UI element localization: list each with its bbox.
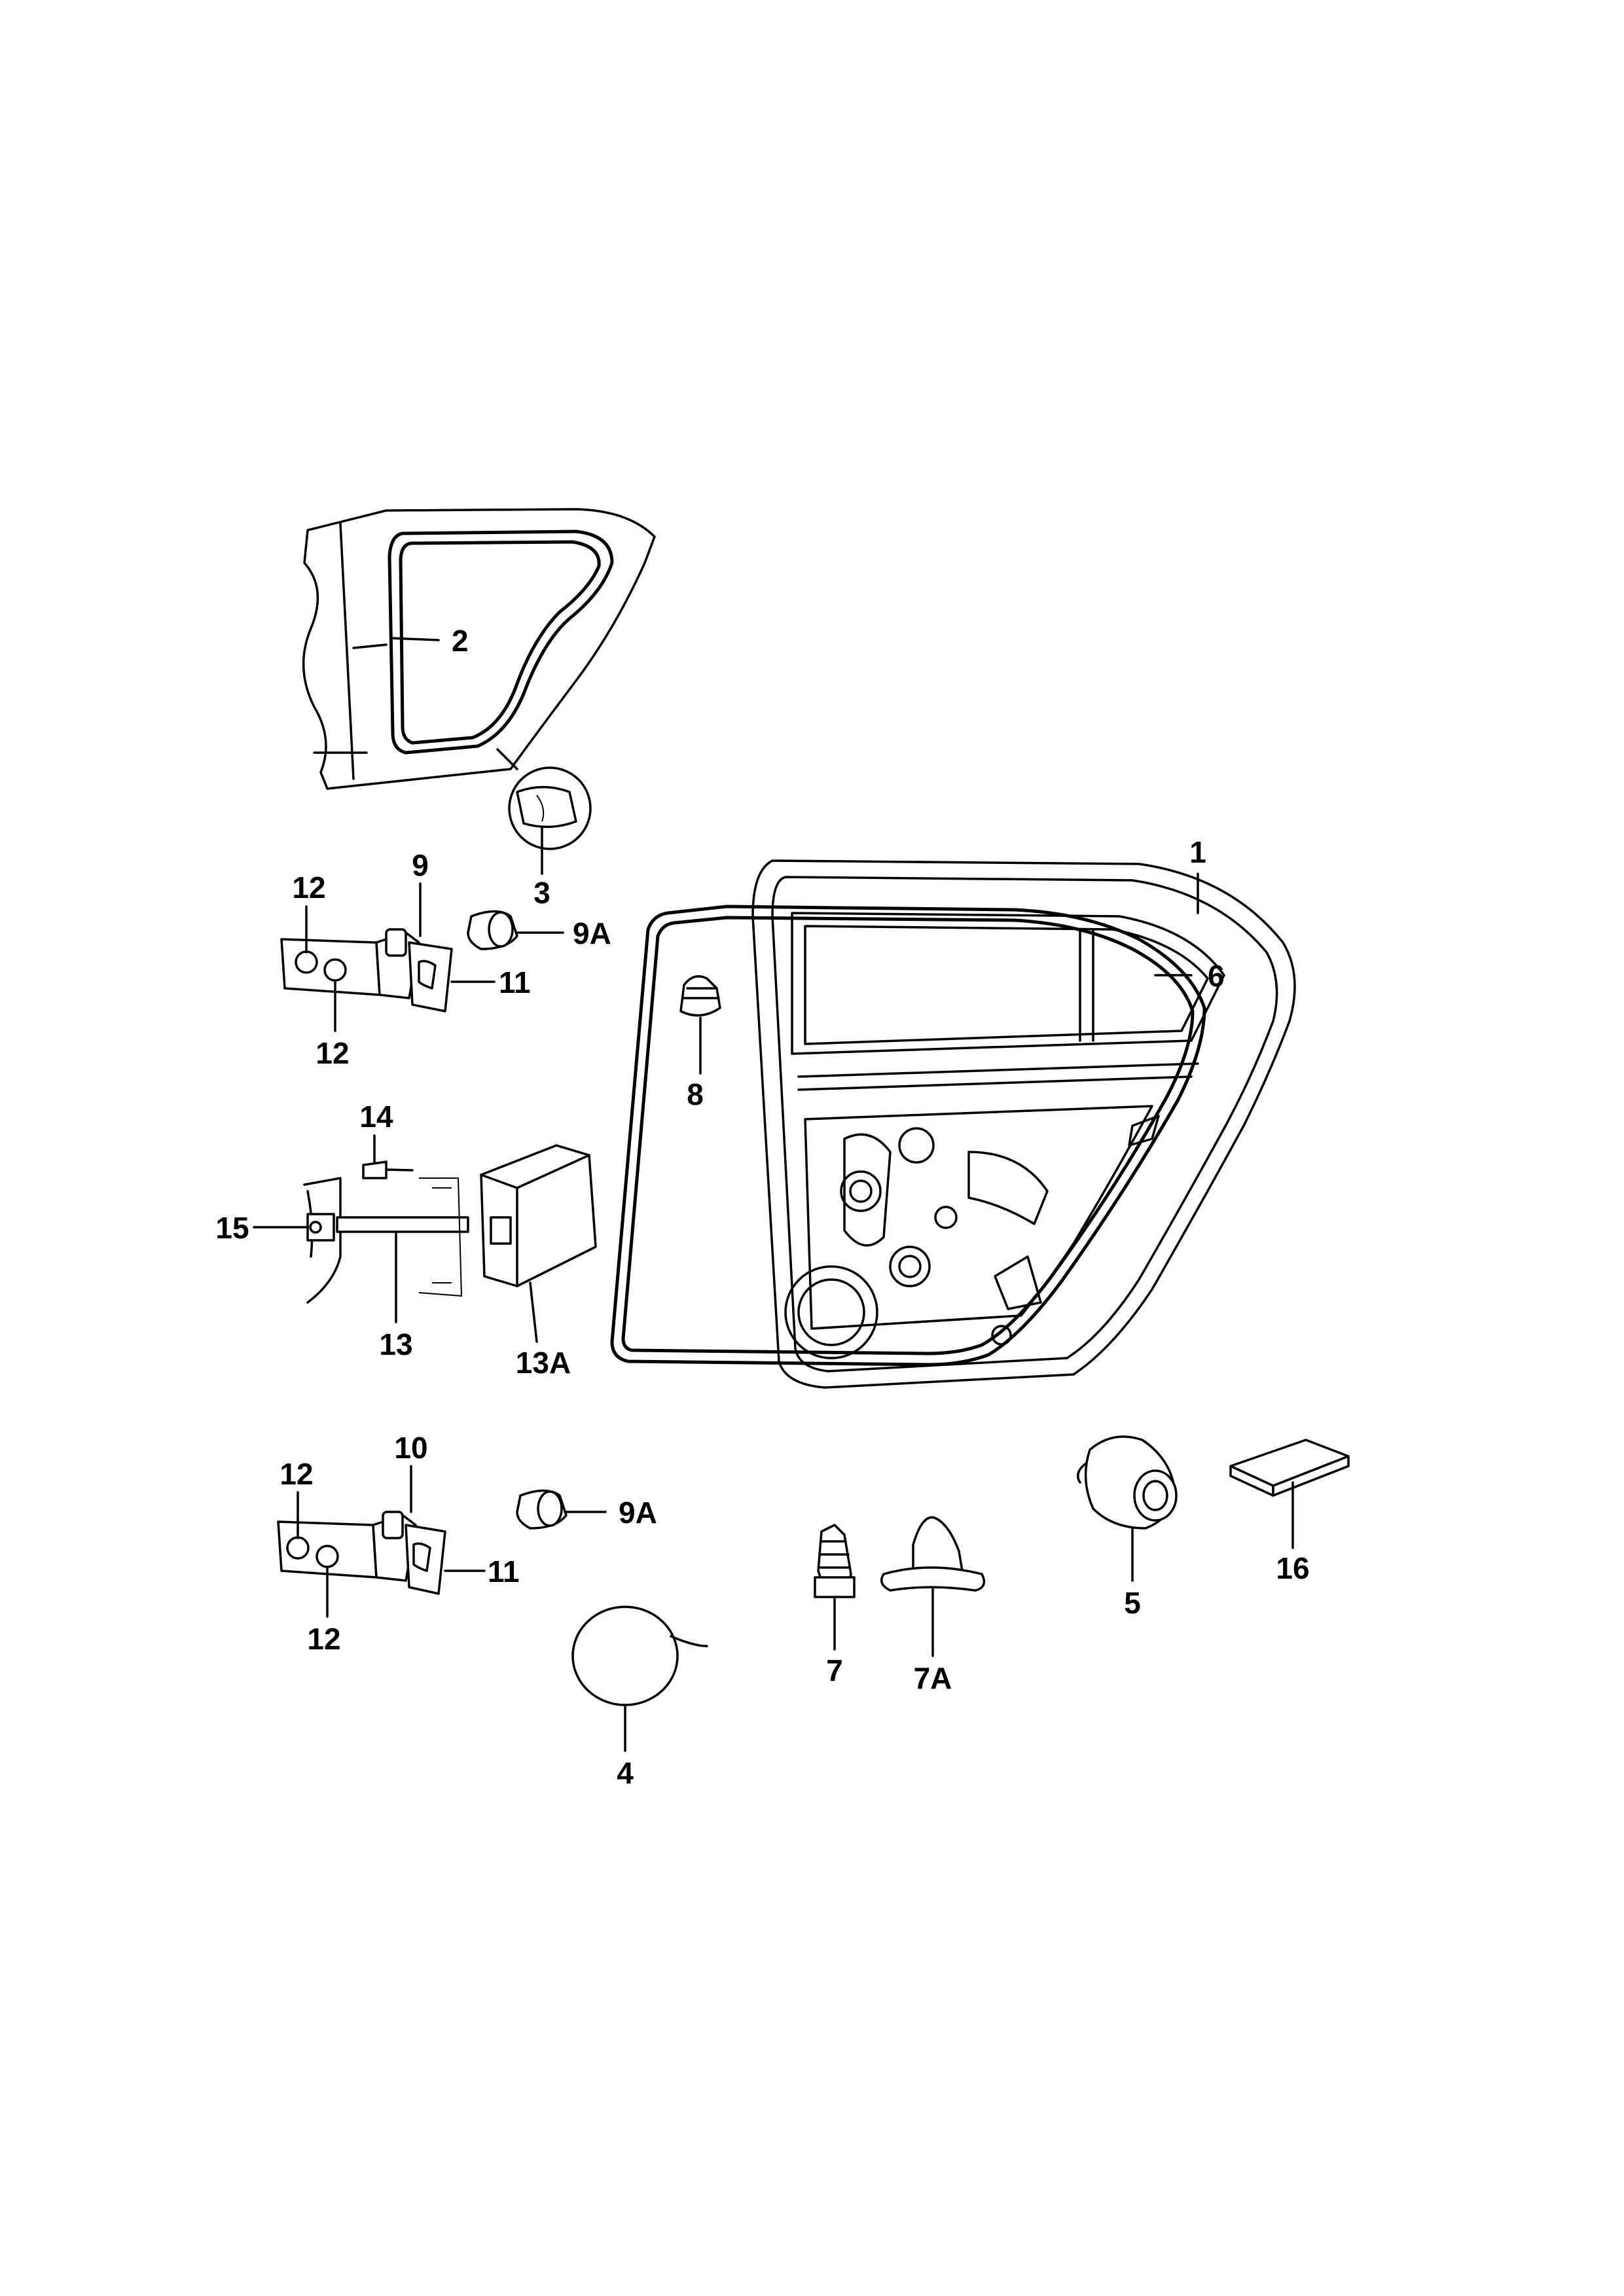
label-part-7: 7	[826, 1653, 843, 1687]
label-part-14: 14	[359, 1100, 393, 1134]
label-part-4: 4	[617, 1756, 634, 1790]
grommet	[1076, 1435, 1178, 1530]
body-side-panel	[302, 508, 656, 790]
label-part-2: 2	[452, 624, 469, 658]
label-part-13a: 13A	[516, 1346, 571, 1380]
hinge-pin-cap-upper	[467, 910, 518, 950]
clip-7a	[880, 1516, 986, 1592]
label-part-9a-top: 9A	[573, 916, 611, 950]
seal-clip-detail	[496, 748, 592, 850]
label-part-12-top-a: 12	[292, 870, 325, 905]
label-part-5: 5	[1124, 1586, 1141, 1620]
label-part-15: 15	[215, 1211, 249, 1245]
clip-7	[814, 1524, 856, 1598]
label-part-11-bottom: 11	[488, 1554, 520, 1588]
label-part-9a-bottom: 9A	[619, 1496, 657, 1530]
label-part-8: 8	[687, 1077, 704, 1111]
check-strap-assembly	[303, 1144, 597, 1304]
label-part-1: 1	[1189, 835, 1206, 869]
label-part-12-bottom-a: 12	[280, 1457, 313, 1491]
label-part-16: 16	[1276, 1551, 1309, 1585]
label-part-3: 3	[533, 876, 550, 910]
round-plug	[571, 1605, 708, 1706]
label-part-11-top: 11	[499, 965, 531, 999]
door-opening-seal	[388, 529, 614, 755]
label-part-10: 10	[394, 1431, 427, 1465]
clip-8	[679, 975, 721, 1017]
hinge-pin-cap-lower	[516, 1489, 568, 1530]
label-part-13: 13	[379, 1327, 412, 1361]
label-part-12-bottom-b: 12	[307, 1622, 340, 1656]
leader-lines	[253, 637, 1294, 1752]
lower-hinge	[277, 1511, 446, 1595]
pad	[1229, 1439, 1350, 1497]
label-part-7a: 7A	[914, 1661, 952, 1695]
part-labels: 1 2 3 4 5 6 7 7A 8 9 9A 9A 10 11 11 12 1…	[215, 624, 1309, 1790]
label-part-12-top-b: 12	[316, 1036, 349, 1070]
door-seal	[610, 905, 1206, 1367]
label-part-6: 6	[1208, 959, 1225, 993]
label-part-9: 9	[412, 848, 429, 882]
